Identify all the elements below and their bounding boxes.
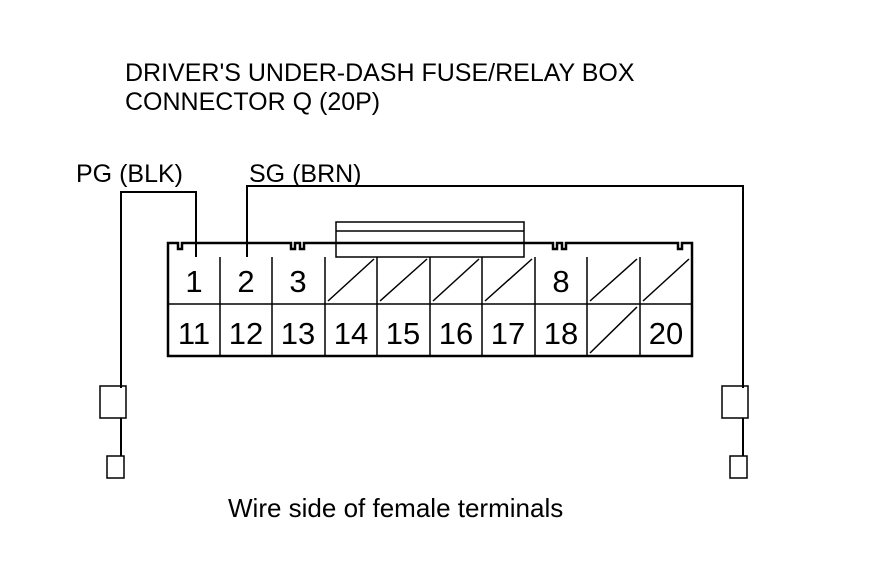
- pin-label: 20: [649, 316, 683, 351]
- pin-label: 8: [552, 264, 569, 299]
- left-probe: [99, 385, 127, 479]
- pin-label: 1: [185, 264, 202, 299]
- pin-label: 18: [544, 316, 578, 351]
- empty-cavity-7: [484, 258, 533, 302]
- pin-label: 2: [237, 264, 254, 299]
- empty-cavity-6: [432, 258, 480, 302]
- bottom-row-pins: 11 12 13 14 15 16 17 18 20: [178, 316, 683, 351]
- empty-cavity-4: [327, 258, 375, 302]
- empty-cavity-19: [589, 306, 638, 354]
- pin-label: 3: [289, 264, 306, 299]
- empty-cavity-10: [642, 258, 690, 302]
- connector-grid: [168, 257, 692, 356]
- pin-label: 15: [386, 316, 420, 351]
- pin-label: 13: [281, 316, 315, 351]
- empty-cavity-5: [379, 258, 428, 302]
- pin-label: 17: [491, 316, 525, 351]
- pin-label: 12: [229, 316, 263, 351]
- sg-wire-lead: [246, 185, 744, 388]
- wire-label-pg: PG (BLK): [76, 160, 183, 188]
- empty-cavity-marks: [327, 258, 690, 354]
- pin-label: 11: [178, 316, 210, 351]
- diagram-caption: Wire side of female terminals: [228, 493, 563, 523]
- pin-label: 16: [439, 316, 473, 351]
- right-probe: [721, 385, 749, 479]
- diagram-title-line2: CONNECTOR Q (20P): [125, 88, 380, 116]
- connector-lock-tab: [335, 221, 525, 258]
- pin-label: 14: [334, 316, 368, 351]
- wire-label-sg: SG (BRN): [249, 160, 362, 188]
- connector-housing: [166, 241, 694, 358]
- pg-wire-lead: [120, 191, 197, 388]
- top-row-pins: 1 2 3 8: [185, 264, 569, 299]
- empty-cavity-9: [589, 258, 638, 302]
- diagram-title-line1: DRIVER'S UNDER-DASH FUSE/RELAY BOX: [125, 59, 635, 87]
